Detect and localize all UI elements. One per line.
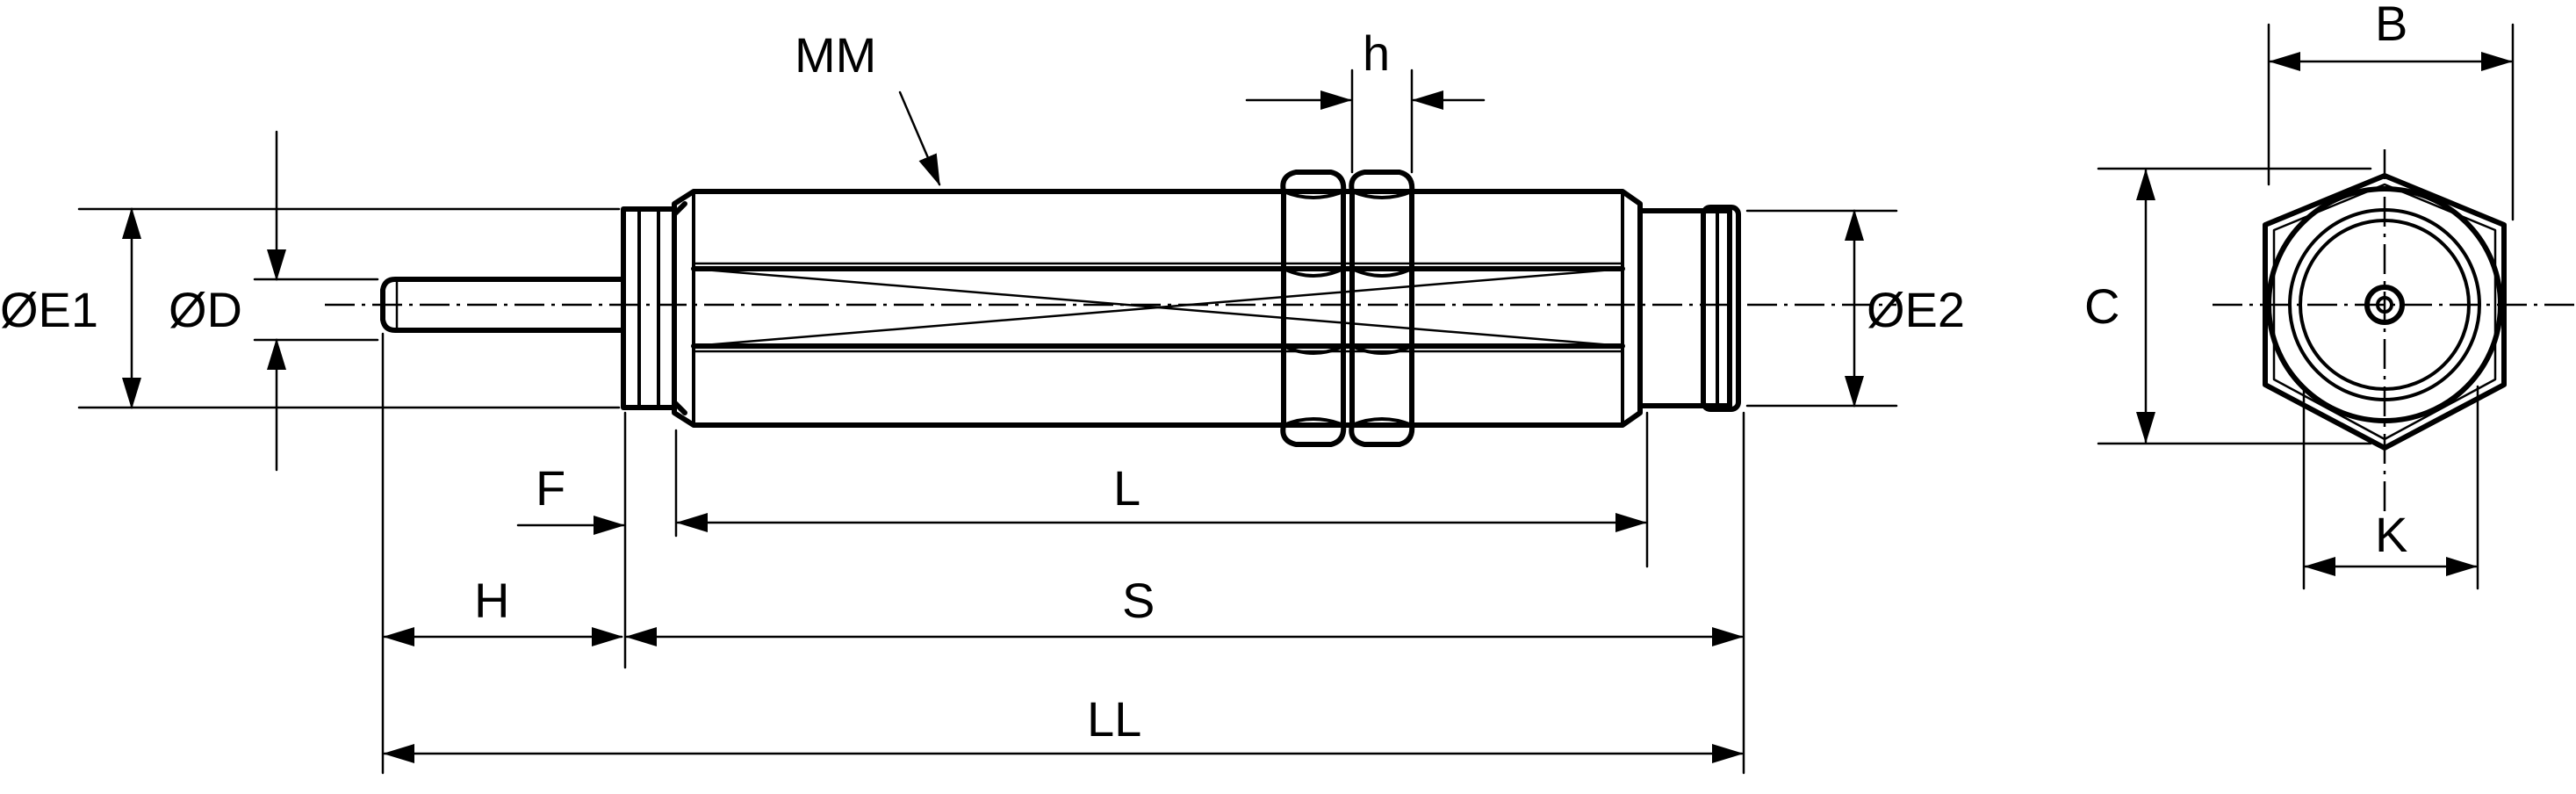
label-b: B xyxy=(2375,0,2407,51)
label-l: L xyxy=(1113,460,1140,516)
label-c: C xyxy=(2084,278,2119,334)
rear-cap xyxy=(1637,205,1741,412)
label-s: S xyxy=(1122,573,1155,628)
label-hh: H xyxy=(474,573,509,628)
piston-rod xyxy=(380,277,626,333)
side-view: MM h ØE1 ØD ØE2 F L H S LL xyxy=(0,25,1965,775)
lock-nut-1 xyxy=(1280,170,1347,447)
rod-circle xyxy=(2364,285,2405,325)
lock-nut-2 xyxy=(1349,170,1415,447)
label-e2: ØE2 xyxy=(1867,282,1965,337)
dimension-lines xyxy=(122,90,1864,763)
outer-circle xyxy=(2266,186,2503,423)
label-d: ØD xyxy=(169,282,242,337)
label-f: F xyxy=(536,460,565,516)
label-ll: LL xyxy=(1087,691,1141,747)
label-e1: ØE1 xyxy=(0,282,98,337)
label-h: h xyxy=(1363,25,1390,81)
label-mm: MM xyxy=(795,27,876,83)
label-k: K xyxy=(2375,507,2407,562)
body-cylinder xyxy=(672,189,1643,428)
hex-nut-outline xyxy=(2263,173,2507,451)
end-view: B C K xyxy=(2084,0,2576,590)
